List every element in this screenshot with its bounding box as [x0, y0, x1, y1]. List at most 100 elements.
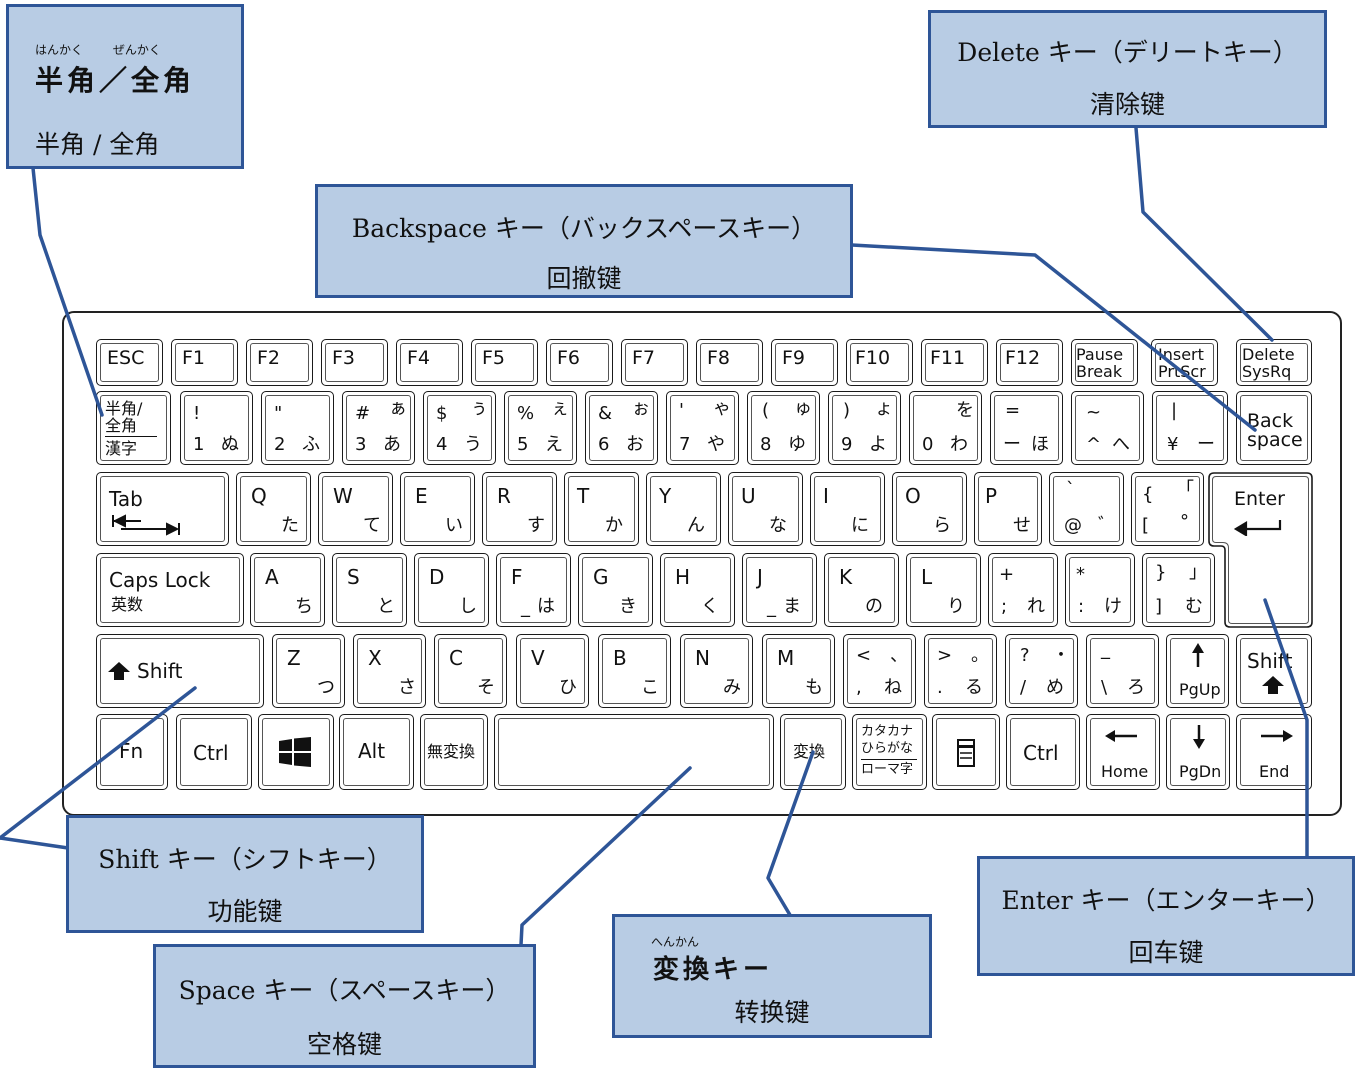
kana-key[interactable]: カタカナ ひらがな ローマ字 — [852, 714, 927, 790]
f5-key[interactable]: F5 — [471, 339, 538, 386]
hankaku-ruby-left: はんかく — [35, 43, 84, 57]
slash-key[interactable]: ?・/め — [1005, 634, 1078, 708]
shift-translation: 功能键 — [207, 897, 283, 926]
yen-key[interactable]: |¥ー — [1152, 391, 1228, 465]
key-f[interactable]: F_は — [496, 553, 571, 627]
f10-key[interactable]: F10 — [846, 339, 913, 386]
alt-key[interactable]: Alt — [339, 714, 414, 790]
enter-key-outline — [1208, 472, 1313, 628]
enter-arrow-icon — [1233, 520, 1282, 536]
hankaku-key[interactable]: 半角/ 全角 漢字 — [96, 391, 171, 465]
enter-key[interactable]: Enter — [1208, 472, 1314, 628]
comma-key[interactable]: <、,ね — [843, 634, 916, 708]
muhenkan-key[interactable]: 無変換 — [420, 714, 488, 790]
f7-key[interactable]: F7 — [621, 339, 688, 386]
pgup-key[interactable]: PgUp — [1166, 634, 1229, 708]
key-j[interactable]: J_ま — [742, 553, 817, 627]
arrow-down-icon — [1193, 725, 1205, 749]
bracket-left-key[interactable]: {「[° — [1131, 472, 1204, 546]
f1-key[interactable]: F1 — [171, 339, 238, 386]
windows-key[interactable] — [258, 714, 334, 790]
f6-key[interactable]: F6 — [546, 339, 613, 386]
semicolon-key[interactable]: +;れ — [988, 553, 1058, 627]
caret-key[interactable]: ~^へ — [1071, 391, 1144, 465]
hankaku-ruby-right: ぜんかく — [112, 43, 161, 57]
end-key[interactable]: End — [1236, 714, 1312, 790]
fn-key[interactable]: Fn — [96, 714, 168, 790]
f3-key[interactable]: F3 — [321, 339, 388, 386]
shift-title: Shift キー（シフトキー） — [98, 845, 392, 874]
kana-divider — [861, 759, 917, 760]
minus-key[interactable]: =ーほ — [990, 391, 1063, 465]
henkan-key[interactable]: 変換 — [780, 714, 846, 790]
f2-key[interactable]: F2 — [246, 339, 313, 386]
hankaku-translation: 半角 / 全角 — [35, 130, 160, 159]
menu-key[interactable] — [932, 714, 1000, 790]
at-key[interactable]: `@゛ — [1049, 472, 1124, 546]
bracket-right-key[interactable]: }」]む — [1142, 553, 1215, 627]
shift-callout: Shift キー（シフトキー） 功能键 — [66, 815, 424, 933]
f11-key[interactable]: F11 — [921, 339, 988, 386]
f4-key[interactable]: F4 — [396, 339, 463, 386]
ctrl-right-key[interactable]: Ctrl — [1006, 714, 1080, 790]
ctrl-left-key[interactable]: Ctrl — [176, 714, 252, 790]
shift-left-key[interactable]: Shift — [96, 634, 264, 708]
shift-right-key[interactable]: Shift — [1236, 634, 1312, 708]
home-key[interactable]: Home — [1086, 714, 1160, 790]
f9-key[interactable]: F9 — [771, 339, 838, 386]
f12-key[interactable]: F12 — [996, 339, 1063, 386]
colon-key[interactable]: *:け — [1065, 553, 1135, 627]
tab-key[interactable]: Tab — [96, 472, 229, 546]
backslash-key[interactable]: _\ろ — [1086, 634, 1159, 708]
backspace-translation: 回撤键 — [546, 264, 622, 293]
period-key[interactable]: >。.る — [924, 634, 997, 708]
space-key[interactable] — [494, 714, 774, 790]
esc-key[interactable]: ESC — [96, 339, 163, 386]
delete-callout: Delete キー（デリートキー） 清除键 — [928, 10, 1327, 128]
pgdn-key[interactable]: PgDn — [1166, 714, 1230, 790]
arrow-right-icon — [1261, 730, 1293, 742]
f8-key[interactable]: F8 — [696, 339, 763, 386]
space-callout: Space キー（スペースキー） 空格键 — [153, 944, 536, 1068]
henkan-title: 変換キー — [653, 955, 774, 985]
